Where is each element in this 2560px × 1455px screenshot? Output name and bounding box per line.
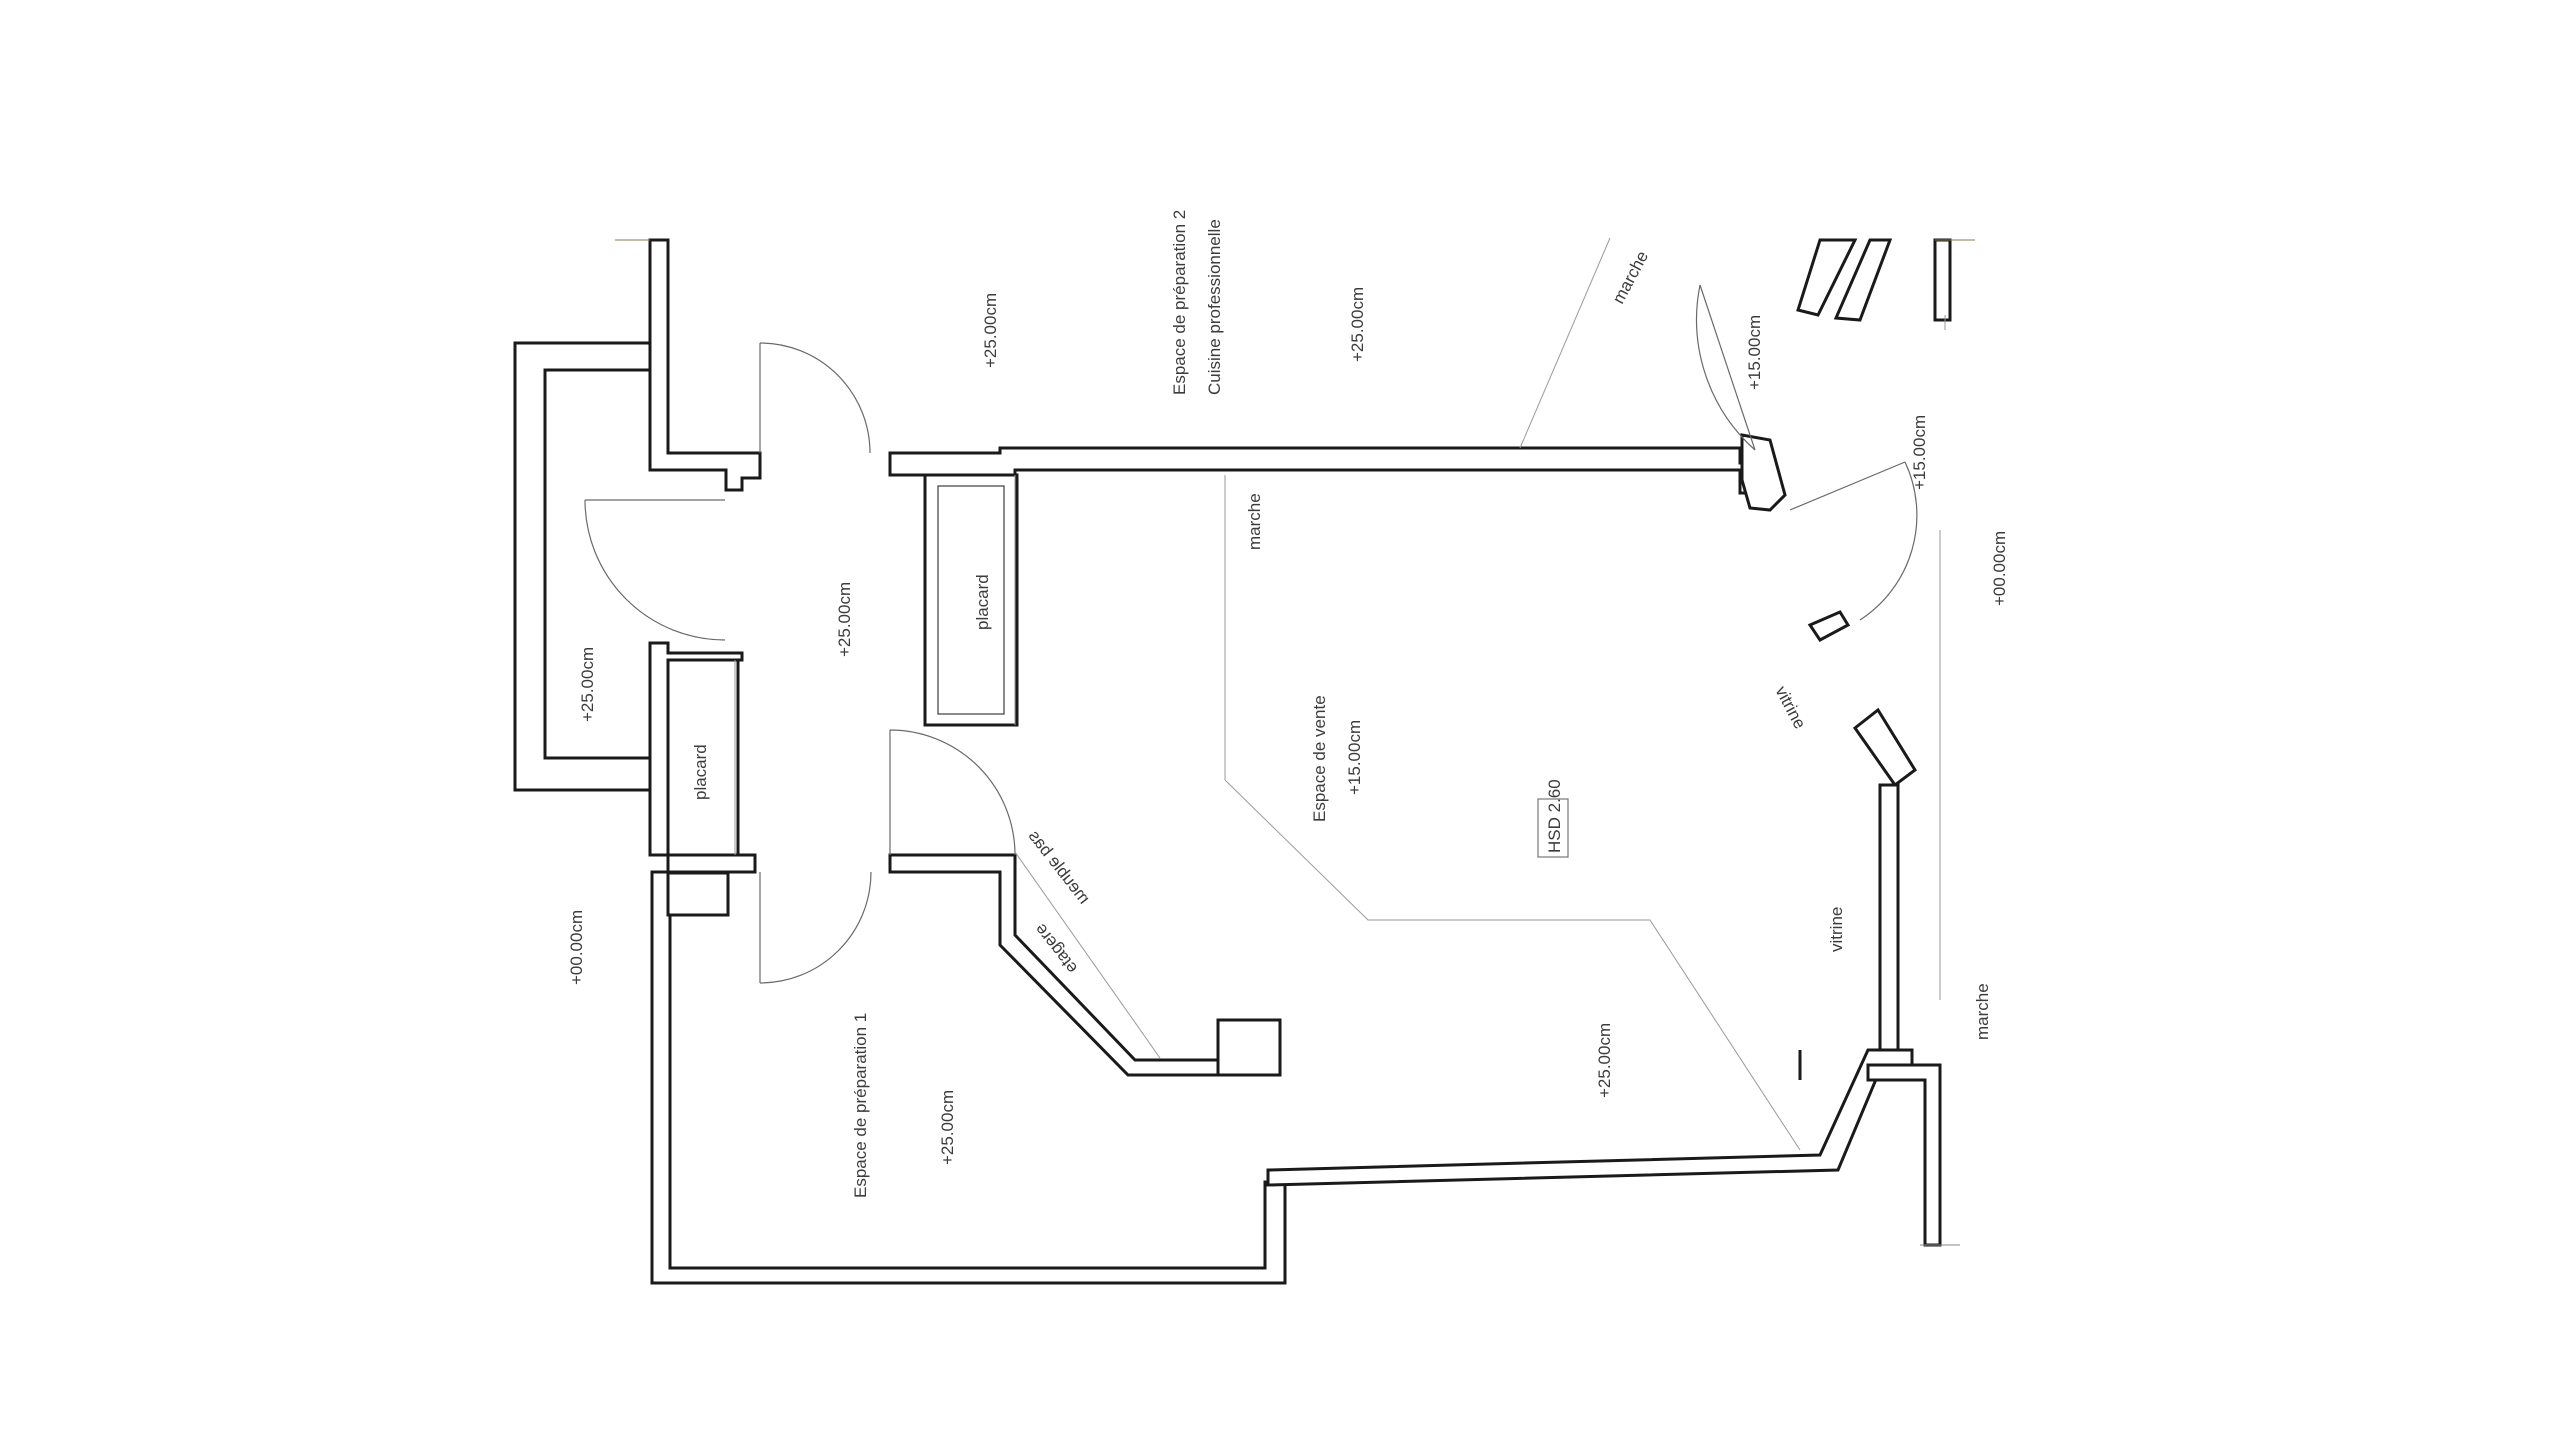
- marche-right: marche: [1973, 983, 1992, 1040]
- marche-top: marche: [1609, 248, 1652, 307]
- level-left-room: +25.00cm: [578, 647, 597, 722]
- level-door-top-right: +15.00cm: [1910, 415, 1929, 490]
- vitrine-lower: vitrine: [1827, 907, 1846, 952]
- level-outside-left: +00.00cm: [567, 910, 586, 985]
- vente-level: +15.00cm: [1345, 720, 1364, 795]
- door-swing-top-right-b: [1789, 461, 1918, 621]
- placards: [666, 473, 1019, 857]
- door-swings: [584, 284, 1918, 984]
- placard-top-label: placard: [973, 574, 992, 630]
- prep1-title: Espace de préparation 1: [851, 1013, 870, 1198]
- door-swing-left: [584, 499, 726, 641]
- hsd-label: HSD 2.60: [1545, 779, 1564, 853]
- door-swing-corridor-mid: [889, 729, 1016, 856]
- labels: Espace de préparation 2 Cuisine professi…: [567, 210, 2009, 1198]
- placard-top-frame: [923, 473, 1019, 727]
- door-swing-top-right-a: [1695, 284, 1756, 451]
- prep2-subtitle: Cuisine professionnelle: [1205, 219, 1224, 395]
- door-swing-lower-left: [759, 871, 872, 984]
- walls: [513, 238, 1952, 1285]
- placard-left-frame: [666, 658, 740, 857]
- prep2-title: Espace de préparation 2: [1170, 210, 1189, 395]
- edge-ticks: [615, 239, 1975, 1246]
- level-top-right: +25.00cm: [1348, 287, 1367, 362]
- level-outside-right: +00.00cm: [1990, 531, 2009, 606]
- meuble-bas-label: meuble bas: [1025, 827, 1094, 908]
- guide-lines: [1014, 237, 1946, 1151]
- level-vente-lower: +25.00cm: [1595, 1023, 1614, 1098]
- level-corridor: +25.00cm: [835, 582, 854, 657]
- hsd-tag: HSD 2.60: [1537, 779, 1569, 858]
- prep1-level: +25.00cm: [938, 1090, 957, 1165]
- placard-left-label: placard: [691, 744, 710, 800]
- level-top-left: +25.00cm: [981, 293, 1000, 368]
- door-swing-top-left: [759, 342, 871, 454]
- marche-inner: marche: [1245, 493, 1264, 550]
- vente-title: Espace de vente: [1310, 695, 1329, 822]
- level-door-top-left: +15.00cm: [1745, 315, 1764, 390]
- vitrine-upper: vitrine: [1771, 683, 1809, 732]
